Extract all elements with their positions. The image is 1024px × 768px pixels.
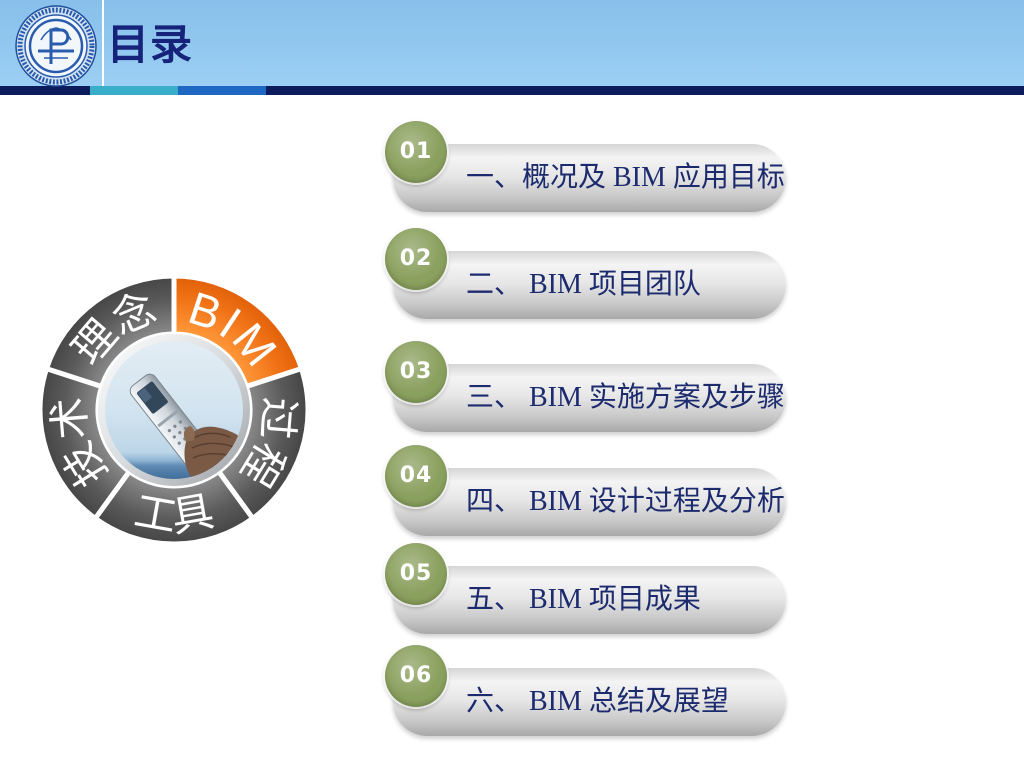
toc-item-label: 一、概况及 BIM 应用目标	[466, 162, 785, 193]
toc-item-bar	[393, 144, 786, 212]
toc-number: 01	[399, 139, 433, 164]
header-bar	[0, 0, 1024, 86]
toc-number-badge: 03	[385, 341, 447, 403]
header-stripe-navy	[266, 86, 1024, 95]
toc-item[interactable]: 02 二、 BIM 项目团队	[385, 228, 795, 328]
header-divider	[102, 0, 104, 86]
toc-item-bar	[393, 566, 786, 634]
toc-item-label: 六、 BIM 总结及展望	[466, 686, 729, 717]
toc-item-bar	[393, 668, 786, 736]
toc-number: 02	[399, 246, 433, 271]
page-title: 目录	[107, 21, 194, 68]
toc-item[interactable]: 06 六、 BIM 总结及展望	[385, 645, 795, 745]
toc-number-badge: 04	[385, 445, 447, 507]
toc-item-bar	[393, 468, 786, 536]
header-stripe-blue	[178, 86, 266, 95]
header-stripe-navy-left	[0, 86, 90, 95]
toc-number-badge: 05	[385, 543, 447, 605]
toc-number-badge: 06	[385, 645, 447, 707]
toc-item-label: 三、 BIM 实施方案及步骤	[466, 382, 785, 413]
toc-number: 03	[399, 359, 433, 384]
toc-item[interactable]: 03 三、 BIM 实施方案及步骤	[385, 341, 795, 441]
toc-number-badge: 01	[385, 121, 447, 183]
toc-item-bar	[393, 251, 786, 319]
toc-number: 04	[399, 463, 433, 488]
toc-item-bar	[393, 364, 786, 432]
toc-item[interactable]: 04 四、 BIM 设计过程及分析	[385, 445, 795, 545]
toc-item-label: 五、 BIM 项目成果	[466, 584, 701, 615]
toc-number: 06	[399, 663, 433, 688]
toc-item-label: 四、 BIM 设计过程及分析	[466, 486, 785, 517]
toc-number: 05	[399, 561, 433, 586]
toc-item[interactable]: 01 一、概况及 BIM 应用目标	[385, 121, 795, 221]
logo-emblem	[15, 5, 97, 87]
toc-number-badge: 02	[385, 228, 447, 290]
header-stripe-teal	[90, 86, 178, 95]
toc-item[interactable]: 05 五、 BIM 项目成果	[385, 543, 795, 643]
concept-wheel: BIM 过程 工具 技术 理念	[37, 273, 311, 547]
toc-item-label: 二、 BIM 项目团队	[466, 269, 701, 300]
